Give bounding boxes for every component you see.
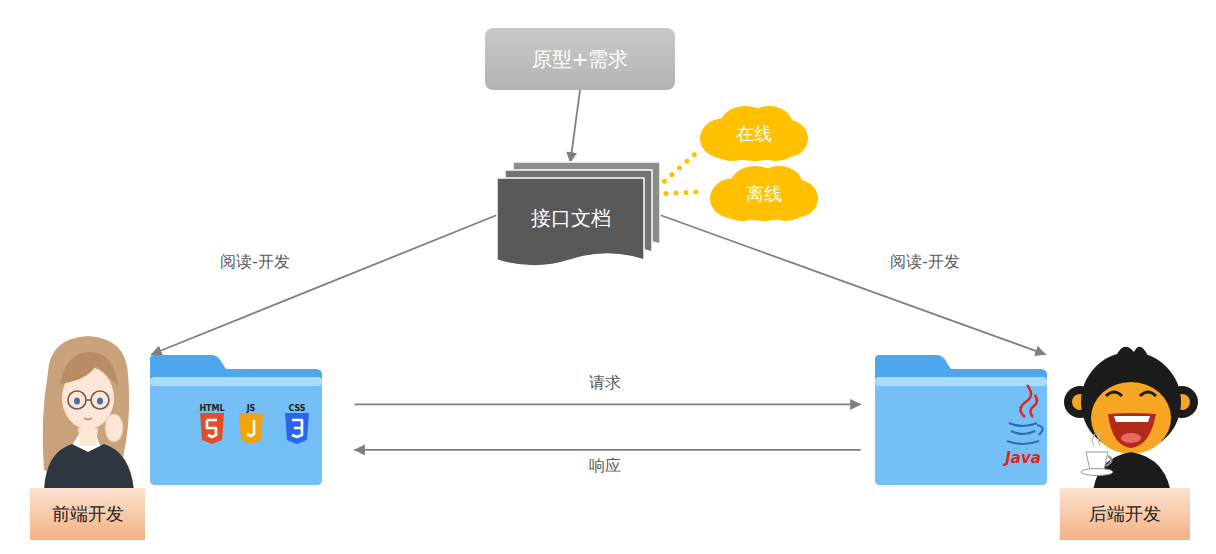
node-label: 在线 [736, 123, 772, 145]
edge-label: 阅读-开发 [216, 252, 294, 271]
arrow-connector [355, 449, 860, 451]
edge-label: 请求 [585, 373, 625, 392]
node-label: 离线 [746, 183, 782, 205]
icon-caption-holder: HTML [199, 396, 224, 415]
node-label: 后端开发 [1089, 503, 1161, 525]
node-text-holder: 在线 [700, 106, 808, 162]
icon-caption-holder: JS [247, 396, 256, 415]
icon-caption: Java [1005, 449, 1041, 467]
folder-highlight [875, 377, 1047, 386]
document-page [497, 178, 644, 266]
edge-label: 阅读-开发 [886, 252, 964, 271]
tag-node: 后端开发 [1060, 488, 1190, 540]
node-label: 接口文档 [531, 206, 611, 230]
node-label: 前端开发 [52, 503, 124, 525]
label-plate [30, 488, 145, 540]
shield-glyph [207, 420, 217, 437]
folder-node: Java [875, 355, 1047, 485]
cup [1007, 423, 1043, 444]
backend-developer-figure [1064, 347, 1198, 500]
folder-highlight [150, 377, 322, 386]
icon-caption-holder: CSS [288, 396, 305, 415]
dotted-connector [666, 192, 704, 194]
node-label: 原型+需求 [532, 47, 629, 71]
node-text-holder: 离线 [710, 166, 818, 222]
topbox-node: 原型+需求 [485, 28, 675, 90]
tech-shield-icon [200, 413, 224, 444]
icon-caption-holder: Java [1005, 448, 1041, 467]
label-plate [1060, 488, 1190, 540]
java-cup-icon [1007, 385, 1043, 444]
cloud-node: 在线 [700, 106, 808, 162]
tech-shield-icon [239, 413, 263, 444]
icon-caption: JS [247, 404, 256, 413]
shield [285, 413, 309, 444]
doc-node: 接口文档 [497, 162, 660, 268]
node-text-holder: 接口文档 [497, 162, 660, 268]
frontend-developer-figure [43, 336, 134, 490]
tech-shield-icon [285, 413, 309, 444]
dotted-connector [664, 154, 695, 182]
icon-caption: HTML [199, 404, 224, 413]
cloud-node: 离线 [710, 166, 818, 222]
folder-back [150, 355, 322, 485]
node-text-holder: 后端开发 [1060, 488, 1190, 540]
arrow-connector [660, 215, 1045, 354]
steam [1020, 385, 1037, 417]
tag-node: 前端开发 [30, 488, 145, 540]
shield [239, 413, 263, 444]
folder-front [150, 377, 322, 485]
box-fill [485, 28, 675, 90]
folder-back [875, 355, 1047, 485]
arrow-connector [152, 215, 497, 354]
folder-front [875, 377, 1047, 485]
folder-node: HTML JS CSS [150, 355, 322, 485]
arrow-connector [355, 403, 860, 405]
folder-shape [150, 355, 322, 485]
arrow-connector [570, 90, 580, 162]
edge-label: 响应 [585, 456, 625, 475]
shield-glyph [247, 420, 254, 436]
node-text-holder: 前端开发 [30, 488, 145, 540]
shield [200, 413, 224, 444]
icon-caption: CSS [288, 404, 305, 413]
node-text-holder: 原型+需求 [485, 28, 675, 90]
shield-glyph [292, 420, 302, 437]
